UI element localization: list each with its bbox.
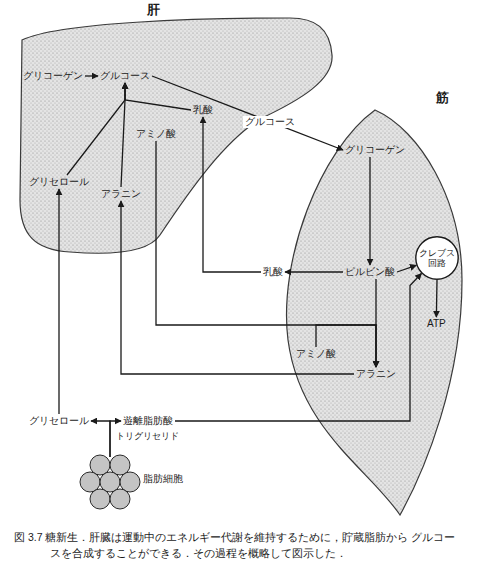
metabolite-label: 乳酸 xyxy=(192,104,214,116)
node-text: 乳酸 xyxy=(262,266,284,278)
arrow-connector xyxy=(285,271,343,272)
edge-label: グルコース xyxy=(243,116,297,128)
node-text: ATP xyxy=(426,318,447,330)
metabolite-label: ATP xyxy=(426,318,447,330)
node-text: 遊離脂肪酸 xyxy=(122,415,174,427)
metabolite-label: グリセロール xyxy=(28,176,90,188)
metabolite-label: 遊離脂肪酸 xyxy=(122,415,174,427)
liver-outline: 肝グリコーゲングルコース乳酸アミノ酸グリセロールアラニン xyxy=(15,0,340,262)
arrow-connector xyxy=(58,189,59,414)
muscle-outline: 筋グリコーゲンピルビン酸 クレブス 回路 ATP アミノ酸アラニン xyxy=(280,88,470,522)
metabolite-label: アミノ酸 xyxy=(135,128,177,140)
organ-outline xyxy=(15,0,340,262)
cycle-text-wrap: クレブス 回路 xyxy=(415,236,459,280)
metabolite-label: グルコース xyxy=(99,70,151,82)
node-text: グリセロール xyxy=(28,415,90,427)
node-text: アラニン xyxy=(100,188,142,200)
metabolite-label: ピルビン酸 xyxy=(344,266,396,278)
metabolite-label: グリコーゲン xyxy=(344,144,406,156)
krebs-cycle-circle: クレブス 回路 xyxy=(415,236,459,280)
organ-heading: 筋 xyxy=(435,90,450,106)
metabolite-label: アミノ酸 xyxy=(295,348,337,360)
node-text: アミノ酸 xyxy=(295,348,337,360)
metabolite-label: アラニン xyxy=(100,188,142,200)
metabolite-label: グリコーゲン xyxy=(22,70,84,82)
node-text: ピルビン酸 xyxy=(344,266,396,278)
organ-shape xyxy=(20,18,332,253)
figure-caption: 図 3.7 糖新生．肝臓は運動中のエネルギー代謝を維持するために，貯蔵脂肪から … xyxy=(14,530,466,562)
node-text: グルコース xyxy=(99,70,151,82)
node-text: 乳酸 xyxy=(192,104,214,116)
arrow-connector xyxy=(85,75,98,76)
organ-heading: 肝 xyxy=(146,2,161,18)
node-text: グリセロール xyxy=(28,176,90,188)
fat-cell-label: 脂肪細胞 xyxy=(142,473,184,485)
metabolite-label: 乳酸 xyxy=(262,266,284,278)
node-text: アラニン xyxy=(355,368,397,380)
metabolite-label: アラニン xyxy=(355,368,397,380)
metabolite-label: グリセロール xyxy=(28,415,90,427)
node-text: グリコーゲン xyxy=(22,70,84,82)
substance-label: トリグリセリド xyxy=(116,431,179,442)
fat-cells: 脂肪細胞 xyxy=(80,455,190,511)
node-text: クレブス 回路 xyxy=(417,248,457,269)
node-text: アミノ酸 xyxy=(135,128,177,140)
node-text: 筋 xyxy=(435,90,450,106)
node-text: 肝 xyxy=(146,2,161,18)
organ-shape xyxy=(287,110,462,515)
node-text: 脂肪細胞 xyxy=(142,473,184,485)
arrow-connector xyxy=(369,157,370,265)
arrow-connector xyxy=(91,421,110,457)
node-text: グリコーゲン xyxy=(344,144,406,156)
